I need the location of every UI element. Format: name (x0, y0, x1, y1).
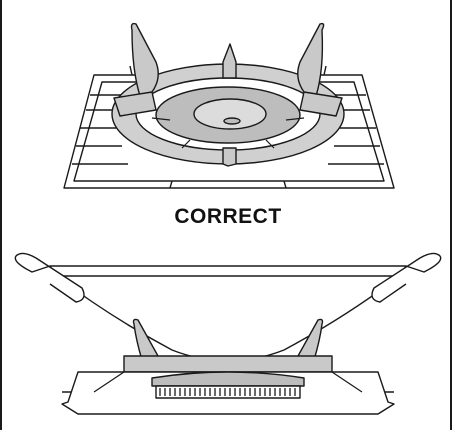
wok-handle-left (14, 252, 85, 303)
burner-ports (159, 388, 296, 396)
grate-rib-top-2 (323, 65, 327, 76)
support-slot-3 (181, 139, 191, 149)
support-prong-bottom (222, 147, 237, 167)
stove-slope-left (93, 371, 125, 393)
support-prong-left-back (130, 22, 159, 97)
support-foot-left (113, 91, 157, 117)
stove-slope-right (331, 371, 363, 393)
support-slot-1 (151, 117, 171, 121)
top-view-stove-diagram (63, 22, 395, 189)
burner-cap (193, 98, 267, 130)
burner-head-side (151, 371, 305, 387)
grate-rib-bottom-2 (283, 180, 287, 189)
wok-bowl (55, 275, 401, 362)
burner-base-side (155, 385, 301, 399)
support-slot-4 (265, 139, 275, 149)
grate-rib-bottom-1 (169, 180, 173, 189)
support-prong-right-back (297, 22, 325, 97)
caption-correct: CORRECT (174, 205, 282, 228)
wok-handle-right (371, 252, 442, 303)
side-support-bar (123, 355, 333, 373)
wok-rim (49, 265, 407, 277)
support-foot-right (299, 91, 343, 117)
support-slot-2 (285, 117, 305, 121)
burner-cap-center (223, 117, 241, 125)
grate-rib-top-1 (129, 65, 133, 76)
side-view-wok-diagram (14, 252, 442, 415)
support-prong-top (222, 43, 237, 79)
